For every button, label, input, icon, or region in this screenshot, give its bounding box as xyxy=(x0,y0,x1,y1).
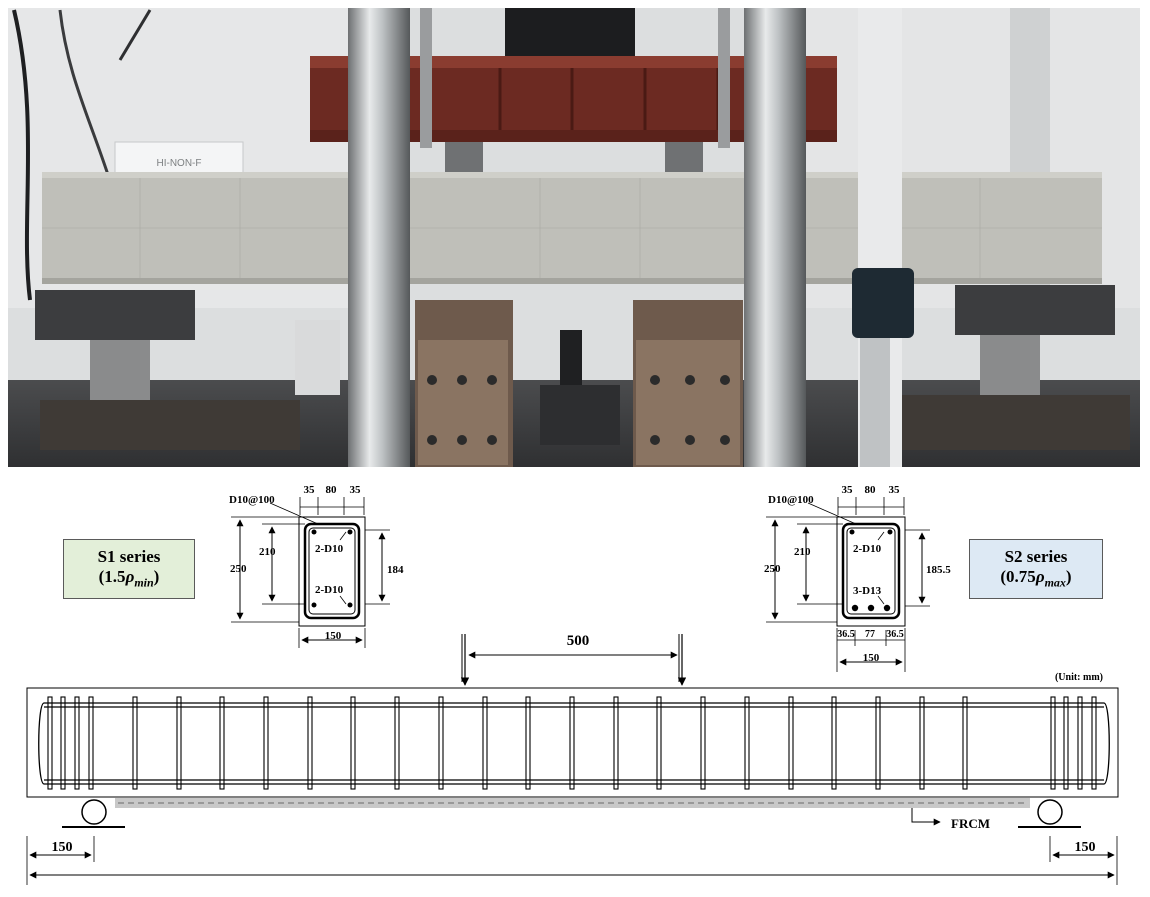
s1-bottom-bar-label: 2-D10 xyxy=(315,584,344,596)
s2-dim-top-2: 80 xyxy=(865,484,877,496)
s2-stirrup-label: D10@100 xyxy=(768,494,814,506)
stirrup xyxy=(962,696,968,790)
s1-top-bar-right xyxy=(347,529,353,535)
stirrup xyxy=(700,696,706,790)
beam-elevation xyxy=(26,634,1119,885)
s2-series-box: S2 series (0.75ρmax) xyxy=(969,539,1103,599)
s2-dim-bottom-3: 36.5 xyxy=(886,629,904,640)
stirrup xyxy=(1063,696,1069,790)
s2-inner-height-label: 210 xyxy=(794,546,811,558)
left-overhang-label: 150 xyxy=(52,840,73,855)
s2-top-bar-right xyxy=(887,529,893,535)
section-s1 xyxy=(231,497,390,648)
s1-bottom-bar-left xyxy=(311,602,317,608)
s2-series-ratio: (0.75ρmax) xyxy=(1000,567,1072,590)
section-s1-stirrup xyxy=(303,522,361,620)
stirrup xyxy=(132,696,138,790)
frcm-label: FRCM xyxy=(951,816,990,831)
stirrup xyxy=(307,696,313,790)
right-overhang-label: 150 xyxy=(1075,840,1096,855)
s2-dim-bottom-2: 77 xyxy=(865,629,875,640)
s2-series-title: S2 series xyxy=(1004,547,1068,566)
s1-top-bar-left xyxy=(311,529,317,535)
stirrup xyxy=(525,696,531,790)
s1-bottom-bar-right xyxy=(347,602,353,608)
stirrup xyxy=(569,696,575,790)
s2-top-bar-left xyxy=(849,529,855,535)
s2-dim-top-1: 35 xyxy=(842,484,854,496)
s1-series-title: S1 series xyxy=(97,547,161,566)
s2-dim-bottom-1: 36.5 xyxy=(837,629,855,640)
s2-dim-top-3: 35 xyxy=(889,484,901,496)
beam-outline xyxy=(26,687,1119,798)
s1-width-label: 150 xyxy=(325,630,342,642)
s2-height-label: 250 xyxy=(764,563,781,575)
s1-effective-depth-label: 184 xyxy=(387,564,404,576)
stirrup xyxy=(656,696,662,790)
s2-bottom-bar-right xyxy=(883,604,891,612)
s2-bottom-bar-center xyxy=(867,604,875,612)
s2-top-bar-label: 2-D10 xyxy=(853,543,882,555)
stirrup xyxy=(482,696,488,790)
s2-width-label: 150 xyxy=(863,652,880,664)
stirrup xyxy=(788,696,794,790)
stirrup xyxy=(60,696,66,790)
test-setup-photo: HI-NON-F xyxy=(8,8,1140,467)
stirrup xyxy=(88,696,94,790)
s2-bottom-bar-label: 3-D13 xyxy=(853,585,882,597)
s2-bottom-bar-left xyxy=(851,604,859,612)
stirrup xyxy=(219,696,225,790)
section-s2-stirrup xyxy=(841,522,901,620)
s1-height-label: 250 xyxy=(230,563,247,575)
stirrup xyxy=(350,696,356,790)
s1-series-box: S1 series (1.5ρmin) xyxy=(63,539,195,599)
stirrup xyxy=(919,696,925,790)
s1-inner-height-label: 210 xyxy=(259,546,276,558)
section-s1-outline xyxy=(298,516,366,627)
stirrup xyxy=(1077,696,1083,790)
stirrup xyxy=(1091,696,1097,790)
unit-note: (Unit: mm) xyxy=(1055,672,1103,683)
s1-dim-top-1: 35 xyxy=(304,484,316,496)
stirrup xyxy=(613,696,619,790)
s1-dim-top-3: 35 xyxy=(350,484,362,496)
stirrup xyxy=(831,696,837,790)
stirrup xyxy=(394,696,400,790)
stirrup xyxy=(744,696,750,790)
s1-stirrup-label: D10@100 xyxy=(229,494,275,506)
support-roller-right xyxy=(1037,799,1063,825)
s1-series-ratio: (1.5ρmin) xyxy=(98,567,160,590)
s1-dim-top-2: 80 xyxy=(326,484,338,496)
stirrup xyxy=(438,696,444,790)
load-spacing-label: 500 xyxy=(567,633,590,649)
photo-sign-text: HI-NON-F xyxy=(157,158,202,169)
stirrup xyxy=(176,696,182,790)
s2-effective-depth-label: 185.5 xyxy=(926,564,951,576)
s1-top-bar-label: 2-D10 xyxy=(315,543,344,555)
stirrup xyxy=(263,696,269,790)
support-roller-left xyxy=(81,799,107,825)
section-s2 xyxy=(766,497,930,672)
stirrup xyxy=(47,696,53,790)
stirrup xyxy=(74,696,80,790)
section-s2-outline xyxy=(836,516,906,627)
stirrup xyxy=(1050,696,1056,790)
stirrup xyxy=(875,696,881,790)
